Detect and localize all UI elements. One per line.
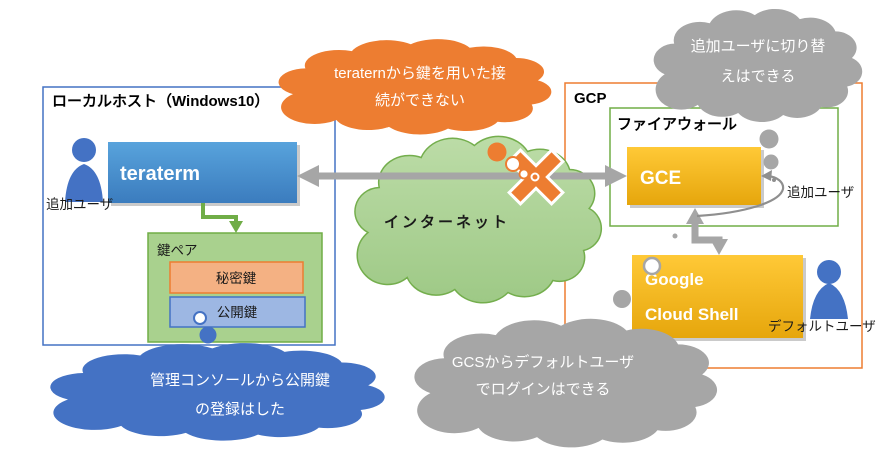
cannot-connect-line1: teraternから鍵を用いた接: [334, 65, 506, 82]
teraterm-keypair-arrow: [201, 203, 243, 233]
local-user-icon: [65, 138, 103, 202]
can-login-line1: GCSからデフォルトユーザ: [452, 353, 634, 371]
registered-key-line1: 管理コンソールから公開鍵: [150, 372, 330, 389]
blocked-x-dot: [530, 172, 540, 182]
firewall-box-label: ファイアウォール: [617, 116, 737, 133]
registered-key-line2: の登録はした: [195, 401, 285, 418]
public-key-label: 公開鍵: [217, 305, 258, 320]
can-switch-cloud: [653, 8, 863, 123]
internet-cloud-label: インターネット: [384, 214, 510, 231]
private-key-label: 秘密鍵: [216, 270, 257, 286]
default-user-label: デフォルトユーザ: [768, 318, 876, 334]
gce-gcs-arrow: [686, 208, 728, 255]
default-user-icon: [810, 260, 848, 319]
teraterm-gce-arrow: [297, 165, 627, 187]
can-login-line2: でログインはできる: [476, 381, 611, 398]
public-key-box: [169, 296, 306, 328]
can-switch-trail: [759, 129, 779, 170]
gce-box: [627, 147, 761, 205]
keypair-label: 鍵ペア: [157, 243, 198, 258]
gce-user-label: 追加ユーザ: [787, 185, 854, 200]
registered-key-trail: [193, 311, 217, 344]
private-key-box: [169, 261, 304, 294]
cannot-connect-trail: [487, 142, 530, 180]
cannot-connect-line2: 続ができない: [375, 92, 465, 109]
cannot-connect-cloud: [278, 39, 552, 135]
gcp-box-label: GCP: [574, 90, 607, 107]
gcs-label-line1: Google: [645, 270, 704, 289]
can-switch-line2: えはできる: [721, 68, 796, 85]
teraterm-box: [108, 142, 297, 203]
local-user-label: 追加ユーザ: [46, 197, 113, 212]
gce-label: GCE: [640, 168, 681, 189]
can-login-trail: [613, 233, 678, 308]
can-switch-line1: 追加ユーザに切り替: [691, 38, 826, 55]
registered-key-cloud: [50, 343, 385, 441]
gce-user-arrow: [696, 170, 785, 218]
gcs-label-line2: Cloud Shell: [645, 305, 739, 324]
localhost-box-label: ローカルホスト（Windows10）: [52, 92, 269, 110]
teraterm-label: teraterm: [120, 163, 200, 185]
